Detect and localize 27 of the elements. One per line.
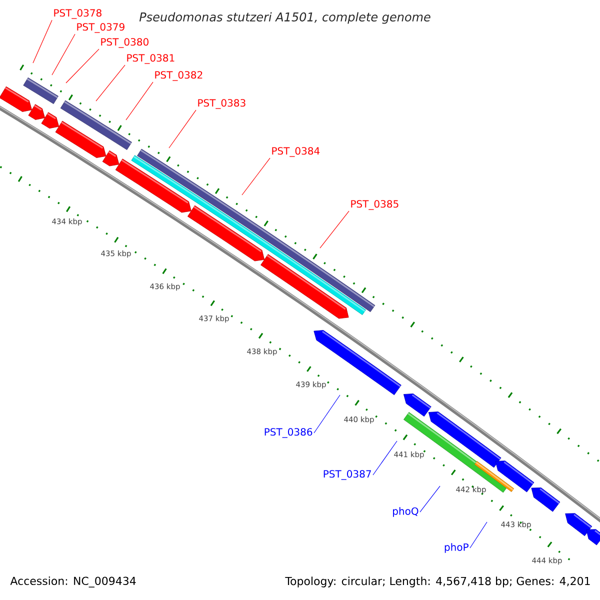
gene-label: phoQ — [393, 507, 418, 517]
leader-line — [314, 394, 340, 434]
leader-line — [32, 20, 52, 64]
leader-line — [470, 522, 488, 548]
gene-label: phoP — [444, 543, 468, 553]
leader-line — [96, 64, 126, 102]
leader-line — [372, 440, 398, 476]
footer-text: Accession: NC_009434 — [10, 576, 136, 588]
gene-label: PST_0387 — [324, 470, 371, 480]
gene-label: PST_0378 — [54, 9, 102, 19]
leader-line — [242, 158, 270, 196]
gene-label: PST_0384 — [272, 147, 320, 157]
leader-line — [320, 210, 350, 248]
gene-label: PST_0385 — [351, 200, 398, 210]
gene-label: PST_0383 — [198, 99, 246, 109]
title: Pseudomonas stutzeri A1501, complete genome — [139, 12, 430, 24]
leader-line — [52, 34, 76, 76]
leader-line — [168, 110, 196, 148]
gene-label: PST_0381 — [127, 54, 174, 64]
gene-label: PST_0386 — [264, 428, 312, 438]
gene-label: PST_0382 — [155, 71, 202, 81]
gene-label: PST_0379 — [77, 23, 124, 33]
leader-line — [420, 486, 440, 512]
leader-line — [126, 82, 154, 120]
footer-text: Topology: circular; Length: 4,567,418 bp; Genes: 4,201 — [285, 576, 590, 588]
gene-label: PST_0380 — [101, 38, 148, 48]
leader-line — [66, 48, 100, 84]
